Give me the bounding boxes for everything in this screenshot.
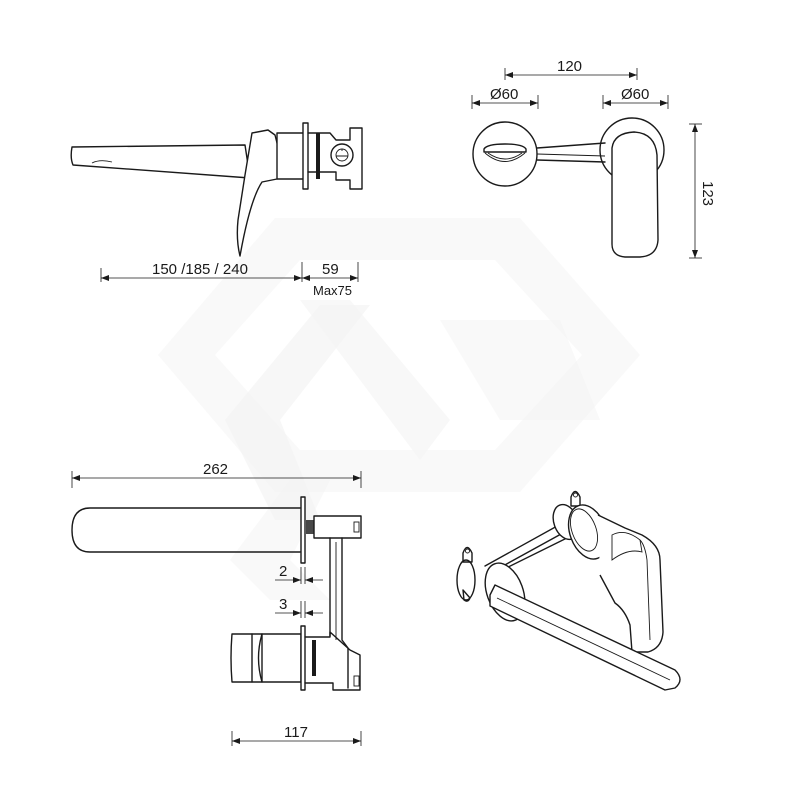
top-view: 262 2 3 117	[71, 461, 362, 746]
dim-right-diameter: Ø60	[621, 86, 649, 103]
spout-body	[313, 515, 362, 539]
dim-wall-depth: 59	[322, 261, 339, 278]
connecting-pipe	[329, 537, 349, 689]
iso-mixer-lever	[597, 514, 664, 653]
cartridge-circle	[330, 143, 354, 167]
mixer-plate	[300, 625, 306, 691]
mixer-lever-front	[611, 131, 659, 258]
dim-overall-length: 262	[203, 461, 228, 478]
mixer-in-wall	[304, 631, 361, 691]
dim-body-depth: 117	[284, 724, 308, 741]
dim-plate-thickness-lower: 3	[279, 596, 287, 613]
in-wall-body	[307, 127, 363, 190]
watermark-logo	[158, 218, 640, 600]
spout-top-outline	[71, 507, 301, 553]
dim-centres: 120	[557, 58, 582, 75]
spout-outline	[70, 144, 251, 179]
lever-end	[230, 633, 253, 683]
valve-body	[276, 132, 305, 180]
mount-lug-left	[462, 546, 473, 563]
mount-lug-top	[570, 490, 581, 507]
isometric-view	[456, 490, 681, 691]
spout-wall-plate	[472, 121, 538, 187]
aerator-icon	[91, 160, 113, 164]
iso-spout	[489, 584, 681, 691]
lever-handle	[236, 129, 283, 257]
side-view: 150 /185 / 240 59 Max75	[70, 122, 363, 298]
dim-plate-thickness-upper: 2	[279, 563, 287, 580]
dim-wall-depth-max: Max75	[313, 283, 352, 298]
spout-outlet-icon	[483, 143, 527, 153]
dim-height: 123	[699, 181, 716, 206]
dim-left-diameter: Ø60	[490, 86, 518, 103]
spout-plate	[300, 496, 306, 564]
front-view: 120 Ø60 Ø60 123	[471, 58, 716, 259]
wall-plate	[302, 122, 309, 190]
seal-ring	[316, 133, 320, 179]
dim-spout-length: 150 /185 / 240	[152, 261, 248, 278]
mixer-body	[261, 633, 302, 683]
